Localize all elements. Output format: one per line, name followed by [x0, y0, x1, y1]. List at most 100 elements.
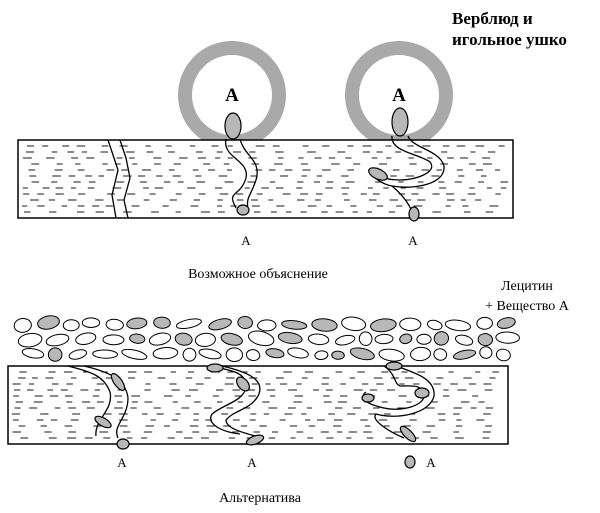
lecithin-particle — [378, 348, 405, 362]
lecithin-particle — [358, 331, 373, 346]
lecithin-particle — [426, 319, 443, 331]
exit-right-label: А — [408, 233, 418, 248]
legend-line-2: + Вещество А — [485, 299, 570, 314]
lecithin-particle — [45, 333, 70, 347]
lecithin-particle — [257, 319, 277, 332]
pathway-right-b — [371, 135, 445, 188]
lecithin-particle — [92, 349, 118, 359]
substance-a-particle — [153, 316, 171, 329]
substance-a-particle — [220, 332, 243, 346]
pathway-bottom-2b — [221, 365, 263, 439]
substance-a-particle — [331, 350, 345, 360]
lecithin-particle — [182, 347, 197, 362]
molecule-a-in-ring-right — [391, 107, 409, 137]
molecule-bottom-3b — [414, 387, 430, 399]
exit-bottom-label-3: А — [426, 455, 436, 470]
molecule-bottom-1a — [110, 372, 126, 392]
lecithin-particle — [433, 348, 448, 361]
substance-a-particle — [477, 333, 494, 347]
lecithin-particle — [62, 319, 80, 332]
channel-left-a — [107, 139, 119, 219]
lecithin-particle — [455, 334, 474, 346]
lecithin-particle — [416, 333, 432, 345]
lecithin-particle — [307, 333, 330, 346]
substance-a-particle — [208, 318, 232, 331]
lecithin-particle — [314, 350, 329, 361]
molecule-bottom-2-exit — [245, 434, 265, 446]
substance-a-particle — [399, 333, 413, 345]
ring-right-label: А — [392, 85, 406, 106]
substance-a-particle — [237, 315, 253, 330]
lecithin-particle — [75, 332, 97, 345]
substance-a-particle — [126, 317, 148, 330]
molecule-a-mid-right — [368, 167, 388, 181]
pathway-bottom-3b — [374, 365, 435, 439]
exit-bottom-label-1: А — [117, 455, 127, 470]
ring-left-label: А — [225, 85, 239, 106]
substance-a-particle — [129, 333, 146, 344]
substance-a-particle — [311, 318, 338, 332]
molecule-a-exit-right — [408, 206, 420, 222]
title-line-2: игольное ушко — [452, 30, 567, 49]
lecithin-particle — [479, 346, 493, 359]
molecule-bottom-3d — [399, 425, 417, 443]
molecule-bottom-3c — [361, 393, 375, 403]
lecithin-particle — [495, 348, 511, 362]
lecithin-layer — [13, 315, 520, 363]
molecule-bottom-2a — [206, 363, 224, 373]
lecithin-particle — [198, 348, 222, 360]
molecule-bottom-1-exit — [116, 438, 130, 450]
molecule-bottom-3a — [385, 361, 403, 371]
top-caption: Возможное объяснение — [188, 267, 328, 282]
lecithin-particle — [444, 319, 472, 332]
lecithin-particle — [121, 348, 148, 360]
molecule-a-in-ring-left — [224, 112, 242, 140]
lecithin-particle — [495, 331, 520, 344]
legend-line-1: Лецитин — [501, 279, 553, 294]
lecithin-particle — [148, 332, 172, 346]
lecithin-particle — [399, 317, 422, 332]
lecithin-particle — [21, 347, 45, 359]
title-line-1: Верблюд и — [452, 9, 533, 28]
lecithin-particle — [245, 349, 261, 362]
lecithin-particle — [105, 318, 124, 331]
pathway-left-a — [225, 138, 247, 209]
molecule-bottom-3-exit — [404, 455, 416, 469]
lecithin-particle — [225, 347, 244, 363]
lecithin-particle — [374, 333, 394, 345]
lecithin-particle — [194, 332, 216, 348]
substance-a-particle — [281, 320, 308, 330]
substance-a-particle — [452, 349, 477, 360]
lecithin-particle — [68, 349, 87, 360]
channel-left-b — [119, 139, 131, 219]
lecithin-particle — [247, 330, 275, 347]
lecithin-particle — [152, 347, 179, 360]
substance-a-particle — [496, 317, 516, 329]
substance-a-particle — [265, 348, 285, 359]
lecithin-particle — [81, 317, 101, 329]
lecithin-particle — [102, 334, 125, 346]
membrane-top — [17, 139, 514, 219]
lecithin-particle — [341, 316, 367, 332]
substance-a-particle — [433, 331, 450, 346]
lecithin-particle — [175, 318, 202, 330]
exit-bottom-label-2: А — [247, 455, 257, 470]
pathway-left-b — [239, 138, 258, 211]
lecithin-particle — [476, 316, 493, 330]
molecule-a-exit-left — [236, 204, 250, 216]
substance-a-particle — [37, 315, 60, 330]
bottom-caption: Альтернатива — [219, 491, 302, 506]
substance-a-particle — [47, 347, 63, 362]
molecule-bottom-1b — [94, 415, 112, 429]
membrane-top-texture — [22, 145, 509, 213]
lecithin-particle — [287, 347, 309, 359]
lecithin-particle — [410, 346, 431, 362]
lecithin-particle — [335, 334, 356, 346]
pathway-bottom-2a — [207, 365, 247, 435]
lecithin-particle — [17, 332, 43, 348]
lecithin-particle — [13, 317, 32, 333]
substance-a-particle — [349, 347, 375, 361]
substance-a-particle — [277, 331, 303, 345]
